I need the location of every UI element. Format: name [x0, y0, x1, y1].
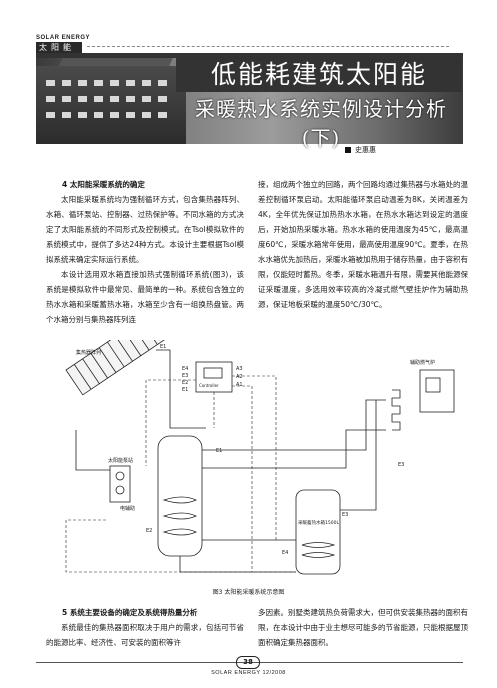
- building-illustration: [36, 66, 186, 144]
- label-electric-aux: 电辅助: [120, 505, 135, 512]
- section-5-para-2: 多因素。别墅类建筑热负荷需求大，但可供安装集热器的面积有限，在本设计中由于业主想…: [258, 608, 468, 647]
- label-controller: Controller: [199, 383, 219, 388]
- gas-boiler: [419, 369, 455, 413]
- label-heating-tank: 采暖蓄热水箱1500L: [298, 519, 339, 526]
- label-pump-station: 太阳能泵站: [108, 457, 133, 464]
- article-subtitle: 采暖热水系统实例设计分析(下): [195, 97, 447, 150]
- label-a1: A1: [236, 382, 243, 388]
- bottom-left-column: 5 系统主要设备的确定及系统得热量分析 系统最佳的集热器面积取决于用户的需求，包…: [46, 605, 244, 650]
- page-number: 38: [236, 656, 260, 669]
- label-e2-top: E2: [182, 380, 188, 386]
- section-4-heading: 4 太阳能采暖系统的确定: [62, 180, 145, 189]
- section-4-para-1: 太阳能采暖系统均为强制循环方式，包含集热器阵列、水箱、循环泵站、控制器、过热保护…: [46, 195, 244, 264]
- journal-footer: SOLAR ENERGY 12/2008: [211, 670, 286, 676]
- section-5-heading: 5 系统主要设备的确定及系统得热量分析: [62, 608, 198, 617]
- bottom-right-column: 多因素。别墅类建筑热负荷需求大，但可供安装集热器的面积有限，在本设计中由于业主想…: [258, 605, 468, 650]
- magazine-name-cn: 太阳能: [36, 42, 82, 53]
- square-bullet-icon: [345, 147, 351, 153]
- label-e4-lower: E4: [282, 550, 288, 556]
- right-column: 接，组成两个独立的回路，两个回路均通过集热器与水箱处的温差控制循环泵启动。太阳能…: [258, 177, 468, 312]
- section-5-para-1: 系统最佳的集热器面积取决于用户的需求，包括可节省的能源比率、经济性、可安装的面积…: [46, 623, 244, 647]
- system-schematic: 集热器阵列 E1 E4 E3 E2 E1 Controller A3 A2 A1…: [65, 340, 455, 575]
- label-e2-mid: E2: [146, 528, 152, 534]
- header-bar: [36, 53, 463, 58]
- label-e3-top: E3: [182, 373, 188, 379]
- label-a3: A3: [236, 366, 243, 372]
- label-e3-lower: E3: [342, 512, 348, 518]
- label-e3-right: E3: [398, 462, 404, 468]
- hot-water-tank: [295, 489, 341, 575]
- section-4-para-3: 接，组成两个独立的回路，两个回路均通过集热器与水箱处的温差控制循环泵启动。太阳能…: [258, 180, 468, 309]
- label-e1: E1: [160, 344, 166, 350]
- storage-tank: [157, 435, 203, 557]
- section-4-para-2: 本设计选用双水箱直接加热式强制循环系统(图3)，该系统是模拟软件中最常见、最简单…: [46, 270, 244, 324]
- left-column: 4 太阳能采暖系统的确定 太阳能采暖系统均为强制循环方式，包含集热器阵列、水箱、…: [46, 177, 244, 327]
- author: 史惠惠: [345, 145, 376, 155]
- label-a2: A2: [236, 374, 243, 380]
- label-e1-top: E1: [182, 387, 188, 393]
- magazine-name-en: SOLAR ENERGY: [36, 35, 91, 41]
- label-e4-top: E4: [182, 366, 188, 372]
- header-rule: [87, 46, 449, 47]
- author-name: 史惠惠: [355, 146, 376, 154]
- footer-rule: [36, 662, 463, 663]
- label-e1-right: E1: [216, 448, 222, 454]
- article-title: 低能耗建筑太阳能: [176, 58, 462, 92]
- pump-station: [109, 465, 131, 503]
- figure-caption: 图3 太阳能采暖系统示意图: [212, 589, 285, 596]
- collector-array: [65, 340, 167, 396]
- label-boiler: 辅助燃气炉: [410, 359, 435, 366]
- label-collector-array: 集热器阵列: [76, 349, 101, 356]
